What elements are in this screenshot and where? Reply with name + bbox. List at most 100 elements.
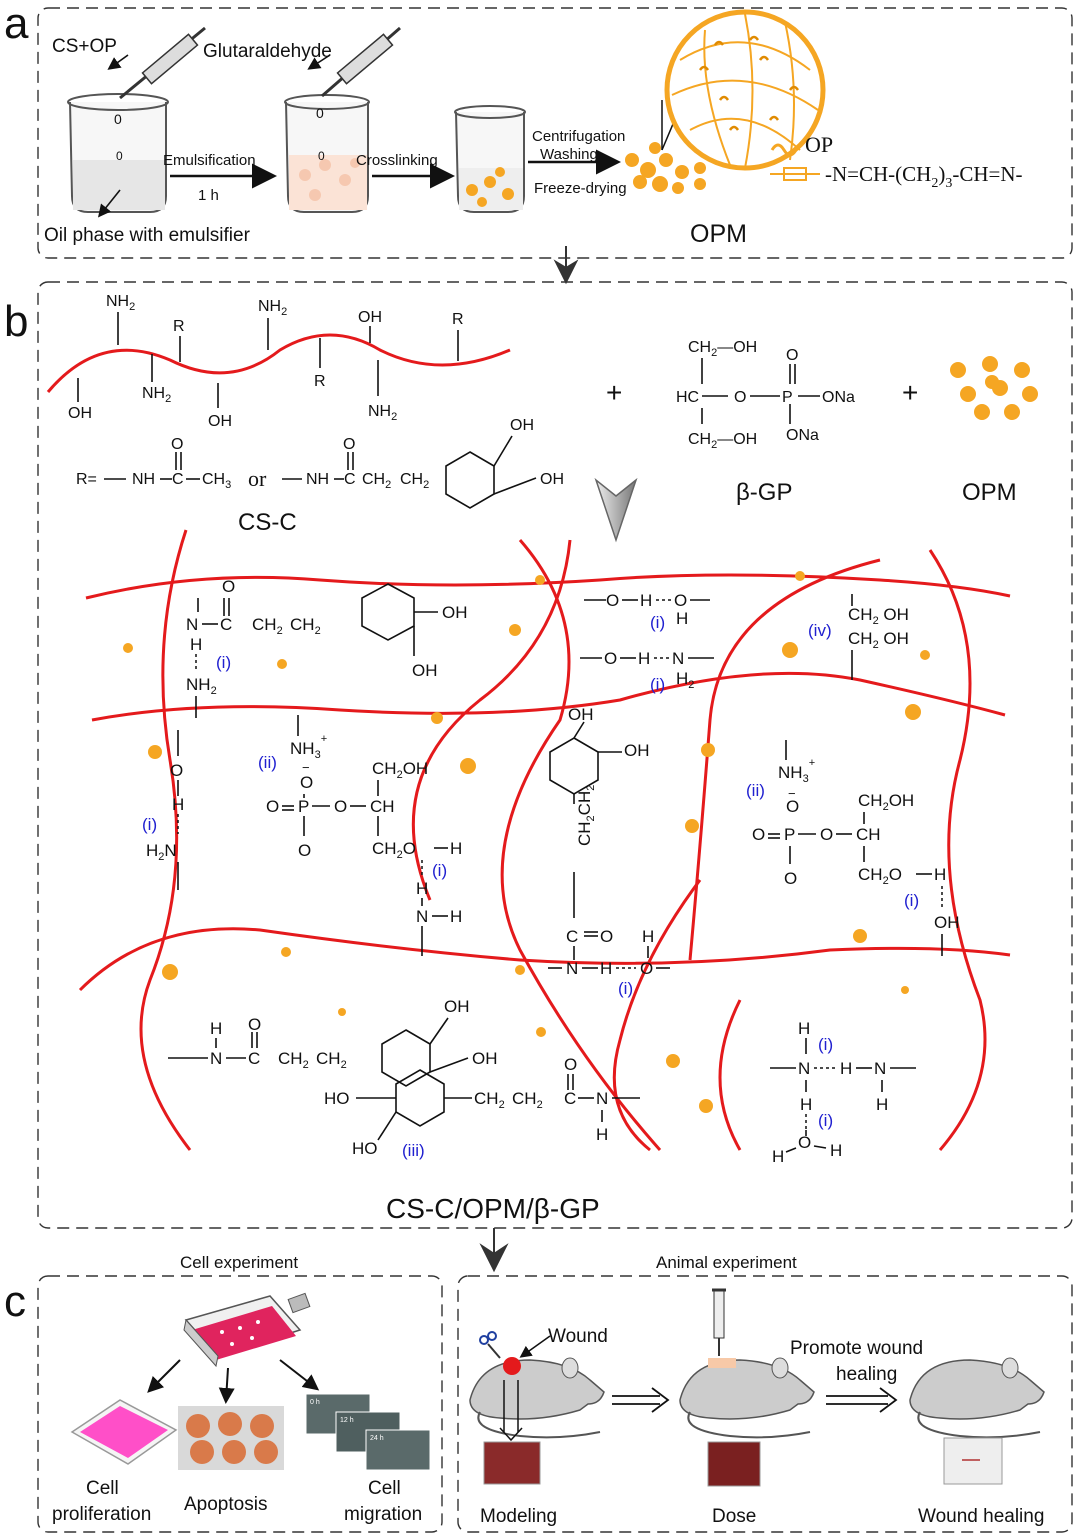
cell-experiment-frame bbox=[37, 1275, 443, 1533]
svg-text:C: C bbox=[220, 615, 232, 634]
dose-photo bbox=[707, 1441, 761, 1487]
svg-text:O: O bbox=[171, 436, 183, 453]
b-to-c-arrow bbox=[479, 1228, 509, 1273]
cs-c-chain bbox=[46, 333, 511, 393]
beaker-2: 0 0 bbox=[284, 94, 370, 213]
opm-label-a: OPM bbox=[690, 220, 747, 248]
svg-text:OH: OH bbox=[540, 471, 564, 488]
svg-text:C: C bbox=[566, 927, 578, 946]
svg-text:0: 0 bbox=[116, 149, 123, 163]
panel-b-frame bbox=[37, 281, 1073, 1229]
op-legend-label: OP bbox=[805, 132, 833, 157]
svg-text:CH2O: CH2O bbox=[372, 839, 416, 861]
svg-text:H: H bbox=[640, 591, 652, 610]
svg-text:OH: OH bbox=[510, 417, 534, 434]
svg-text:H: H bbox=[642, 927, 654, 946]
svg-text:(i): (i) bbox=[432, 861, 447, 880]
animal-experiment-title: Animal experiment bbox=[656, 1253, 797, 1272]
svg-text:CH2: CH2 bbox=[316, 1049, 347, 1071]
panel-c-letter: c bbox=[4, 1277, 26, 1326]
svg-text:O: O bbox=[786, 797, 799, 816]
svg-text:CH2 OH: CH2 OH bbox=[848, 629, 909, 651]
syringe-2-icon bbox=[321, 26, 401, 98]
svg-text:O: O bbox=[564, 1055, 577, 1074]
mouse-2-icon bbox=[679, 1357, 815, 1439]
svg-text:O: O bbox=[640, 959, 653, 978]
svg-text:CH2: CH2 bbox=[252, 615, 283, 637]
svg-text:H2N: H2N bbox=[146, 841, 177, 863]
svg-text:H: H bbox=[450, 839, 462, 858]
svg-text:O: O bbox=[298, 841, 311, 860]
svg-text:O: O bbox=[170, 761, 183, 780]
cell-proliferation-label-1: Cell bbox=[86, 1478, 119, 1499]
panel-b: b NH2 R NH2 OH R OH NH2 OH R NH2 R= NH C… bbox=[4, 281, 1073, 1229]
svg-text:or: or bbox=[248, 466, 267, 491]
svg-text:C: C bbox=[344, 471, 356, 488]
svg-text:ONa: ONa bbox=[822, 389, 855, 406]
svg-text:H: H bbox=[840, 1059, 852, 1078]
svg-text:CH: CH bbox=[370, 797, 395, 816]
svg-text:H: H bbox=[934, 865, 946, 884]
promote-label-1: Promote wound bbox=[790, 1338, 923, 1359]
mouse-3-icon bbox=[909, 1357, 1045, 1439]
wound-label: Wound bbox=[548, 1326, 608, 1347]
svg-text:NH2: NH2 bbox=[186, 675, 217, 697]
svg-text:CH2: CH2 bbox=[278, 1049, 309, 1071]
svg-text:H: H bbox=[450, 907, 462, 926]
svg-text:H2: H2 bbox=[676, 669, 694, 691]
svg-text:−: − bbox=[302, 760, 310, 775]
step-arrow-1 bbox=[612, 1387, 670, 1413]
svg-text:OH: OH bbox=[568, 705, 594, 724]
svg-text:O: O bbox=[343, 436, 355, 453]
linker-legend: -N=CH-(CH2)3-CH=N- bbox=[825, 162, 1023, 191]
svg-text:CH2CH2: CH2CH2 bbox=[575, 785, 597, 846]
svg-text:N: N bbox=[416, 907, 428, 926]
svg-text:P: P bbox=[298, 797, 309, 816]
svg-text:H: H bbox=[830, 1141, 842, 1160]
svg-text:R=: R= bbox=[76, 471, 97, 488]
svg-text:NH2: NH2 bbox=[142, 385, 171, 405]
svg-text:(ii): (ii) bbox=[746, 781, 765, 800]
svg-text:0: 0 bbox=[114, 111, 122, 127]
svg-text:(i): (i) bbox=[618, 979, 633, 998]
svg-text:OH: OH bbox=[358, 309, 382, 326]
svg-text:H: H bbox=[210, 1019, 222, 1038]
svg-text:N: N bbox=[798, 1059, 810, 1078]
svg-text:O: O bbox=[600, 927, 613, 946]
svg-text:H: H bbox=[416, 879, 428, 898]
svg-text:O: O bbox=[248, 1015, 261, 1034]
reaction-arrow bbox=[594, 477, 638, 543]
svg-text:R: R bbox=[314, 373, 326, 390]
wound-healing-label: Wound healing bbox=[918, 1506, 1044, 1527]
svg-text:CH: CH bbox=[856, 825, 881, 844]
beta-gp-structure: CH2—OH HC O P O ONa ONa CH2—OH bbox=[676, 339, 855, 451]
svg-text:CH2: CH2 bbox=[512, 1089, 543, 1111]
svg-text:NH: NH bbox=[306, 471, 329, 488]
modeling-photo bbox=[483, 1441, 541, 1485]
svg-text:NH3+: NH3+ bbox=[290, 733, 327, 761]
svg-text:−: − bbox=[788, 786, 796, 801]
svg-text:HO: HO bbox=[352, 1139, 378, 1158]
svg-text:O: O bbox=[334, 797, 347, 816]
svg-text:P: P bbox=[782, 389, 793, 406]
svg-text:OH: OH bbox=[472, 1049, 498, 1068]
svg-text:O: O bbox=[604, 649, 617, 668]
svg-text:H: H bbox=[600, 959, 612, 978]
svg-text:NH2: NH2 bbox=[368, 403, 397, 423]
svg-text:N: N bbox=[210, 1049, 222, 1068]
svg-text:CH2—OH: CH2—OH bbox=[688, 431, 757, 451]
svg-text:O: O bbox=[734, 389, 746, 406]
panel-b-letter: b bbox=[4, 297, 28, 346]
svg-text:C: C bbox=[172, 471, 184, 488]
svg-text:(iv): (iv) bbox=[808, 621, 832, 640]
beaker-3 bbox=[454, 105, 526, 213]
svg-text:0 h: 0 h bbox=[310, 1399, 320, 1406]
svg-text:H: H bbox=[772, 1147, 784, 1166]
scissors-icon bbox=[479, 1331, 501, 1359]
svg-text:(i): (i) bbox=[142, 815, 157, 834]
svg-text:H: H bbox=[172, 795, 184, 814]
svg-text:CH2: CH2 bbox=[362, 471, 391, 491]
opm-dots-b bbox=[950, 356, 1038, 420]
cs-op-label: CS+OP bbox=[52, 36, 117, 57]
